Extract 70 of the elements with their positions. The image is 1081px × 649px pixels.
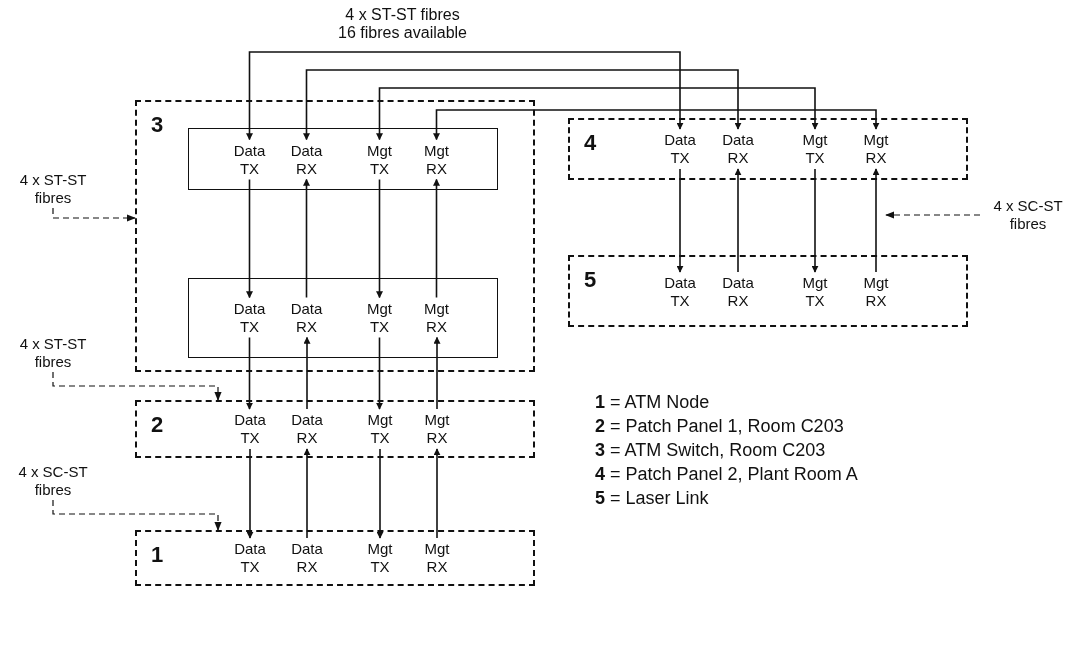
dashed-frame <box>135 400 535 458</box>
port-label: Data RX <box>282 297 331 338</box>
leader-arrow <box>52 499 222 531</box>
dashed-frame <box>568 255 968 327</box>
port-label: Data TX <box>225 297 274 338</box>
port-label: Mgt RX <box>852 129 900 169</box>
box-number: 4 <box>584 130 597 156</box>
port-label: Mgt TX <box>355 139 404 180</box>
port-label: Mgt RX <box>412 297 461 338</box>
dashed-frame <box>135 530 535 586</box>
arrow <box>376 336 383 410</box>
annotation-text: 4 x SC-ST fibres <box>980 196 1076 234</box>
port-label: Data RX <box>714 272 762 312</box>
leader-arrow <box>885 211 981 219</box>
box-number: 1 <box>151 542 164 568</box>
arrow <box>303 69 742 141</box>
arrow <box>433 109 880 141</box>
box-number: 3 <box>151 112 164 138</box>
arrow <box>246 51 684 141</box>
arrow <box>246 448 254 539</box>
dashed-frame <box>135 100 535 372</box>
key-entry: 1 = ATM Node <box>595 392 710 413</box>
arrow <box>433 178 440 299</box>
annotation-text: 4 x ST-ST fibres <box>8 334 98 372</box>
arrow <box>872 168 880 273</box>
arrow <box>676 168 684 273</box>
port-label: Mgt RX <box>413 409 461 449</box>
leader-arrow <box>52 371 222 401</box>
arrow <box>376 87 819 141</box>
port-label: Data RX <box>283 409 331 449</box>
port-label: Mgt RX <box>852 272 900 312</box>
key-entry: 5 = Laser Link <box>595 488 709 509</box>
annotation-text: 4 x ST-ST fibres <box>8 170 98 208</box>
key-entry: 3 = ATM Switch, Room C203 <box>595 440 826 461</box>
arrow <box>433 448 441 539</box>
key-entry: 2 = Patch Panel 1, Room C203 <box>595 416 844 437</box>
arrow <box>303 336 311 410</box>
box-number: 5 <box>584 267 597 293</box>
key-entry: 4 = Patch Panel 2, Plant Room A <box>595 464 858 485</box>
leader-arrow <box>52 207 136 222</box>
arrow <box>303 178 310 299</box>
port-label: Data RX <box>714 129 762 169</box>
port-label: Mgt TX <box>356 409 404 449</box>
panel-box <box>188 128 498 190</box>
port-label: Mgt RX <box>413 538 461 578</box>
arrow <box>303 448 311 539</box>
port-label: Data TX <box>656 272 704 312</box>
panel-box <box>188 278 498 358</box>
port-label: Mgt TX <box>356 538 404 578</box>
port-label: Mgt TX <box>791 129 839 169</box>
port-label: Data TX <box>226 538 274 578</box>
port-label: Mgt TX <box>791 272 839 312</box>
port-label: Data TX <box>225 139 274 180</box>
arrow <box>376 448 384 539</box>
port-label: Data RX <box>283 538 331 578</box>
arrow <box>811 168 819 273</box>
arrow <box>433 336 441 410</box>
dashed-frame <box>568 118 968 180</box>
arrow <box>376 178 383 299</box>
port-label: Mgt RX <box>412 139 461 180</box>
arrow <box>246 336 253 410</box>
port-label: Data RX <box>282 139 331 180</box>
port-label: Mgt TX <box>355 297 404 338</box>
fibre-note: 4 x ST-ST fibres 16 fibres available <box>337 6 468 42</box>
annotation-text: 4 x SC-ST fibres <box>8 462 98 500</box>
port-label: Data TX <box>226 409 274 449</box>
box-number: 2 <box>151 412 164 438</box>
arrow <box>246 178 253 299</box>
port-label: Data TX <box>656 129 704 169</box>
arrow <box>734 168 742 273</box>
